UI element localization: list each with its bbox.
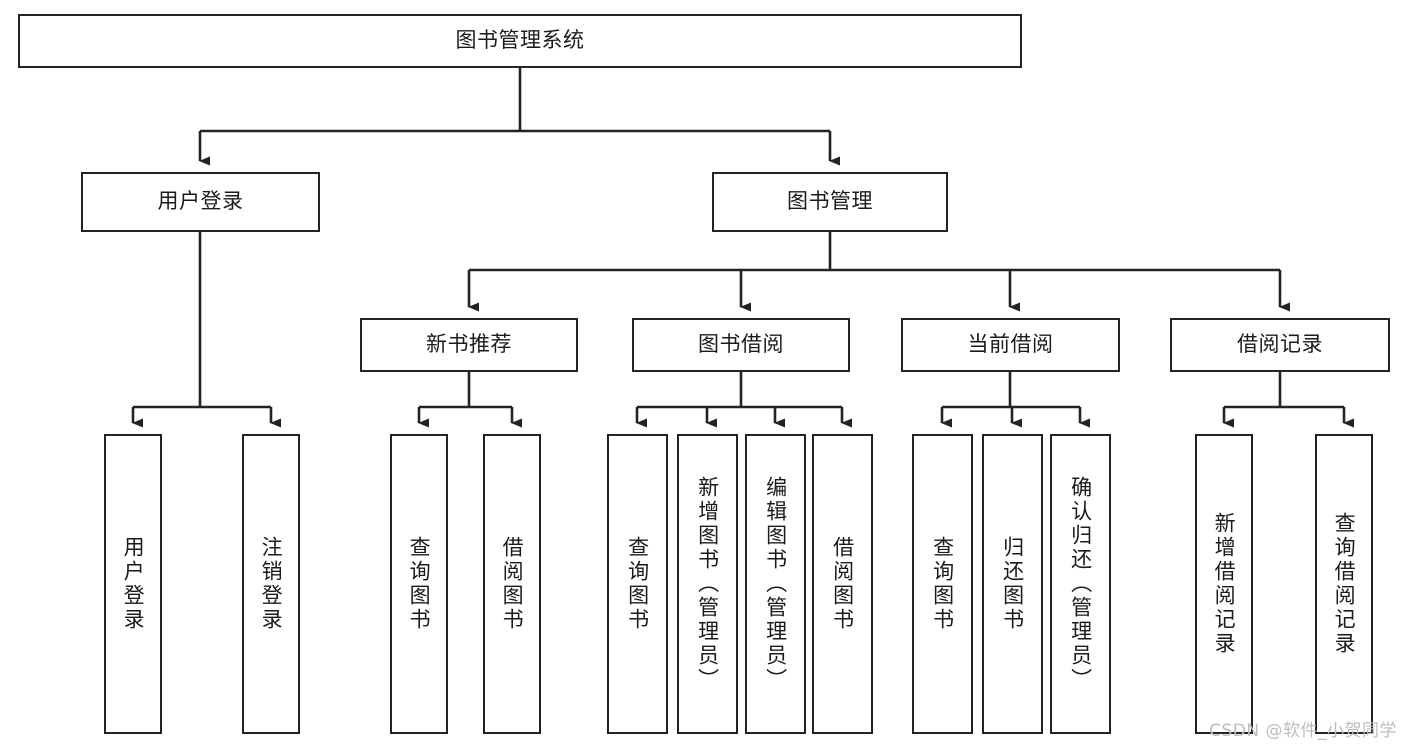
node-label: 注销登录 (259, 536, 284, 632)
node-leaf-2[interactable]: 查询图书 (390, 434, 448, 734)
node-leaf-9[interactable]: 归还图书 (982, 434, 1043, 734)
node-level3-1[interactable]: 图书借阅 (632, 318, 850, 372)
node-label: 新增图书（管理员） (695, 476, 720, 692)
node-label: 编辑图书（管理员） (763, 476, 788, 692)
node-label: 查询图书 (407, 536, 432, 632)
node-level2-0[interactable]: 用户登录 (81, 172, 320, 232)
node-leaf-1[interactable]: 注销登录 (242, 434, 300, 734)
node-label: 图书借阅 (698, 332, 784, 357)
node-leaf-11[interactable]: 新增借阅记录 (1195, 434, 1253, 734)
node-level3-3[interactable]: 借阅记录 (1170, 318, 1390, 372)
node-leaf-6[interactable]: 编辑图书（管理员） (745, 434, 806, 734)
node-leaf-7[interactable]: 借阅图书 (812, 434, 873, 734)
node-label: 新书推荐 (426, 332, 512, 357)
watermark-label: CSDN @软件_小贺同学 (1209, 721, 1397, 741)
node-leaf-8[interactable]: 查询图书 (912, 434, 973, 734)
node-level3-0[interactable]: 新书推荐 (360, 318, 578, 372)
node-label: 用户登录 (121, 536, 146, 632)
node-label: 借阅记录 (1237, 332, 1323, 357)
node-label: 图书管理 (787, 189, 873, 214)
node-label: 借阅图书 (830, 536, 855, 632)
node-label: 新增借阅记录 (1212, 512, 1237, 656)
node-label: 当前借阅 (967, 332, 1054, 357)
node-label: 图书管理系统 (455, 28, 585, 53)
node-leaf-10[interactable]: 确认归还（管理员） (1050, 434, 1111, 734)
node-label: 查询借阅记录 (1332, 512, 1357, 656)
node-level2-1[interactable]: 图书管理 (712, 172, 948, 232)
node-label: 查询图书 (625, 536, 650, 632)
node-label: 查询图书 (930, 536, 955, 632)
node-leaf-4[interactable]: 查询图书 (607, 434, 668, 734)
node-leaf-5[interactable]: 新增图书（管理员） (677, 434, 738, 734)
node-leaf-0[interactable]: 用户登录 (104, 434, 162, 734)
node-level3-2[interactable]: 当前借阅 (901, 318, 1120, 372)
node-label: 确认归还（管理员） (1068, 476, 1093, 692)
node-leaf-12[interactable]: 查询借阅记录 (1315, 434, 1373, 734)
node-root[interactable]: 图书管理系统 (18, 14, 1022, 68)
node-label: 借阅图书 (500, 536, 525, 632)
node-label: 归还图书 (1000, 536, 1025, 632)
node-label: 用户登录 (157, 189, 244, 214)
node-leaf-3[interactable]: 借阅图书 (483, 434, 541, 734)
